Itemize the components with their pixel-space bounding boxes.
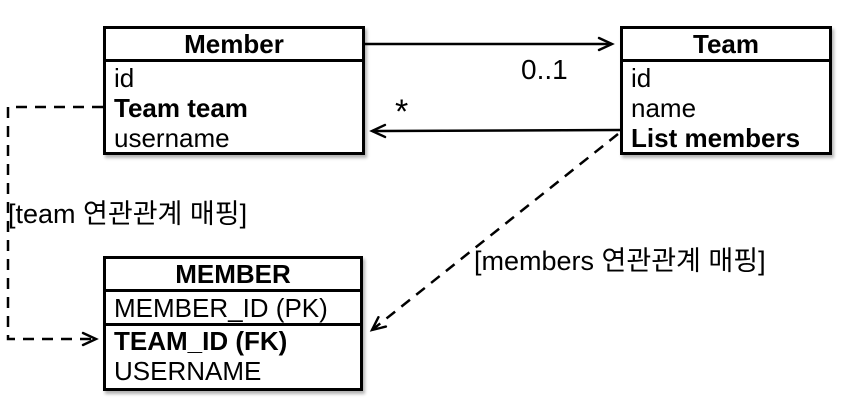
member-class-box: Member id Team team username xyxy=(103,26,365,155)
multiplicity-zero-one-label: 0..1 xyxy=(521,54,568,85)
team-class-box: Team id name List members xyxy=(620,26,832,155)
member-table-pk: MEMBER_ID (PK) xyxy=(106,293,360,326)
team-field-id: id xyxy=(631,63,652,93)
team-field-members: List members xyxy=(631,123,801,153)
member-field-id: id xyxy=(114,63,135,93)
team-to-member-arrow xyxy=(369,123,621,139)
members-mapping-annotation: [members 연관관계 매핑] xyxy=(474,246,766,276)
member-class-title: Member xyxy=(106,29,362,62)
member-table-username: USERNAME xyxy=(114,356,262,386)
member-field-team: Team team xyxy=(114,93,248,123)
team-field-name: name xyxy=(631,93,697,123)
member-field-username: username xyxy=(114,123,230,153)
member-table-fk: TEAM_ID (FK) xyxy=(114,326,288,356)
team-class-title: Team xyxy=(623,29,829,62)
multiplicity-many-label: * xyxy=(395,93,409,131)
member-table-box: MEMBER MEMBER_ID (PK) TEAM_ID (FK) USERN… xyxy=(103,256,363,391)
team-mapping-annotation: [team 연관관계 매핑] xyxy=(8,199,248,229)
members-mapping-dashed-arrow xyxy=(369,133,619,332)
member-table-title: MEMBER xyxy=(106,259,360,292)
